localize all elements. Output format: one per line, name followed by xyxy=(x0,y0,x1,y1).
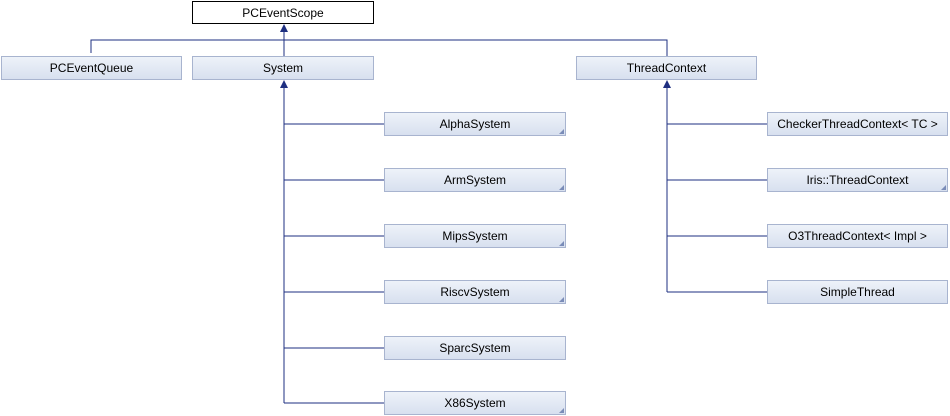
node-sparcsystem[interactable]: SparcSystem xyxy=(384,336,566,360)
more-indicator-icon xyxy=(559,408,564,413)
edge-root-bus xyxy=(90,39,668,56)
node-label: PCEventScope xyxy=(242,5,324,20)
node-label: O3ThreadContext< Impl > xyxy=(788,229,927,243)
more-indicator-icon xyxy=(559,185,564,190)
node-label: SimpleThread xyxy=(820,285,895,299)
more-indicator-icon xyxy=(941,185,946,190)
node-threadcontext[interactable]: ThreadContext xyxy=(576,56,757,80)
node-simplethread[interactable]: SimpleThread xyxy=(767,280,948,304)
more-indicator-icon xyxy=(559,241,564,246)
node-label: PCEventQueue xyxy=(49,61,134,75)
node-pceventqueue[interactable]: PCEventQueue xyxy=(1,56,182,80)
more-indicator-icon xyxy=(559,297,564,302)
node-alphasystem[interactable]: AlphaSystem xyxy=(384,112,566,136)
more-indicator-icon xyxy=(559,129,564,134)
node-label: System xyxy=(262,61,303,75)
node-label: SparcSystem xyxy=(439,341,511,355)
node-iris-threadcontext[interactable]: Iris::ThreadContext xyxy=(767,168,948,192)
node-armsystem[interactable]: ArmSystem xyxy=(384,168,566,192)
edge-system-arrowhead xyxy=(280,80,288,88)
node-label: X86System xyxy=(444,396,506,410)
edge-threadcontext-arrowhead xyxy=(663,80,671,88)
node-x86system[interactable]: X86System xyxy=(384,391,566,415)
node-label: ThreadContext xyxy=(626,61,707,75)
node-label: MipsSystem xyxy=(442,229,508,243)
node-o3threadcontext[interactable]: O3ThreadContext< Impl > xyxy=(767,224,948,248)
node-label: ArmSystem xyxy=(443,173,506,187)
node-mipssystem[interactable]: MipsSystem xyxy=(384,224,566,248)
edge-root-arrowhead xyxy=(280,24,288,32)
node-label: RiscvSystem xyxy=(440,285,510,299)
node-label: CheckerThreadContext< TC > xyxy=(777,117,938,131)
node-pceventscope: PCEventScope xyxy=(192,1,374,24)
node-label: AlphaSystem xyxy=(439,117,511,131)
node-label: Iris::ThreadContext xyxy=(806,173,909,187)
node-riscvsystem[interactable]: RiscvSystem xyxy=(384,280,566,304)
node-system[interactable]: System xyxy=(192,56,374,80)
node-checkerthreadcontext[interactable]: CheckerThreadContext< TC > xyxy=(767,112,948,136)
